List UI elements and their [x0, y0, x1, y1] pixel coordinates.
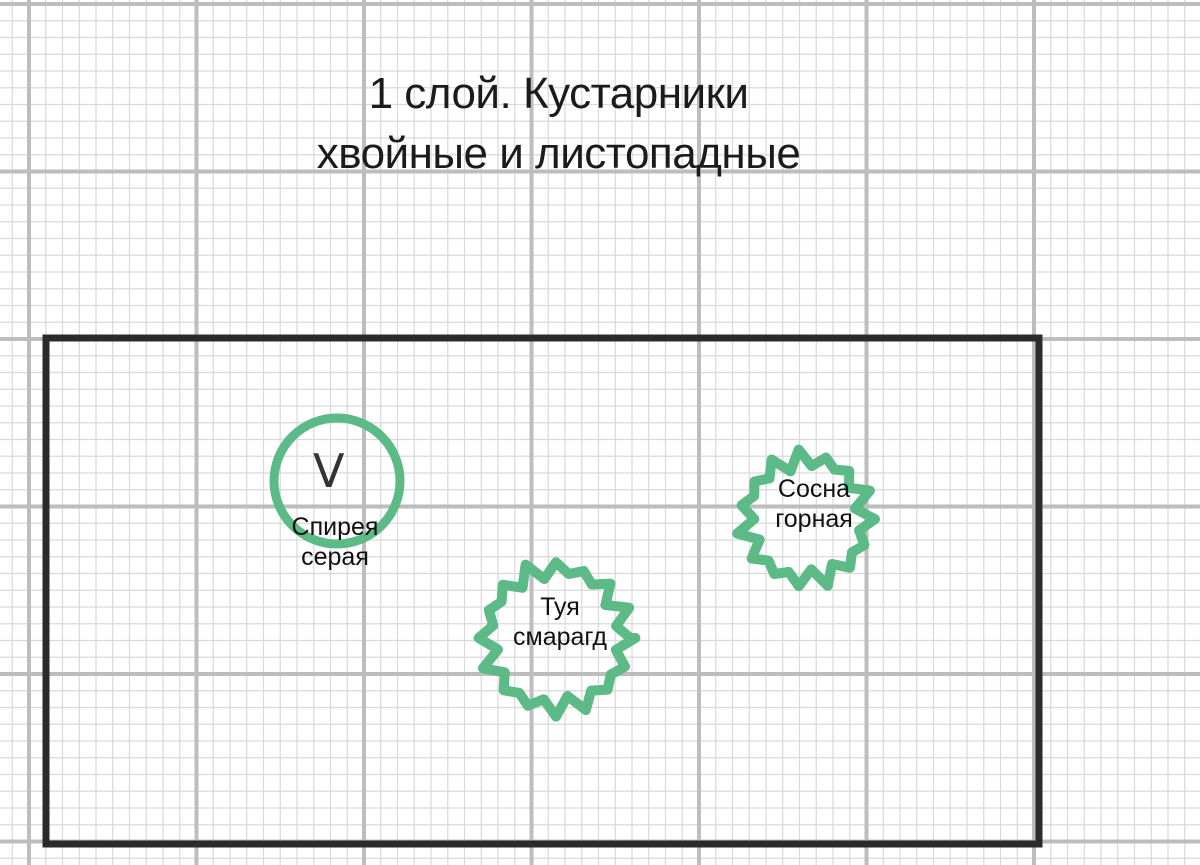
deciduous-mark: V — [313, 444, 345, 498]
spirea-symbol — [269, 413, 405, 549]
bed-border — [42, 334, 1043, 848]
thuja-symbol — [473, 557, 641, 722]
pine-label-line-2: горная — [775, 505, 853, 533]
pine-symbol — [732, 444, 880, 592]
spirea-label-line-1: Спирея — [291, 513, 379, 541]
thuja-label: Туя смарагд — [495, 592, 625, 652]
diagram-title: 1 слой. Кустарники хвойные и листопадные — [0, 64, 1117, 184]
thuja-label-line-1: Туя — [540, 593, 580, 621]
pine-label-line-1: Сосна — [777, 475, 851, 503]
pine-label: Сосна горная — [749, 474, 879, 534]
spirea-label: Спирея серая — [270, 512, 400, 572]
title-line-1: 1 слой. Кустарники — [368, 69, 749, 118]
thuja-label-line-2: смарагд — [513, 623, 607, 651]
spirea-label-line-2: серая — [301, 543, 369, 571]
title-line-2: хвойные и листопадные — [316, 129, 801, 178]
